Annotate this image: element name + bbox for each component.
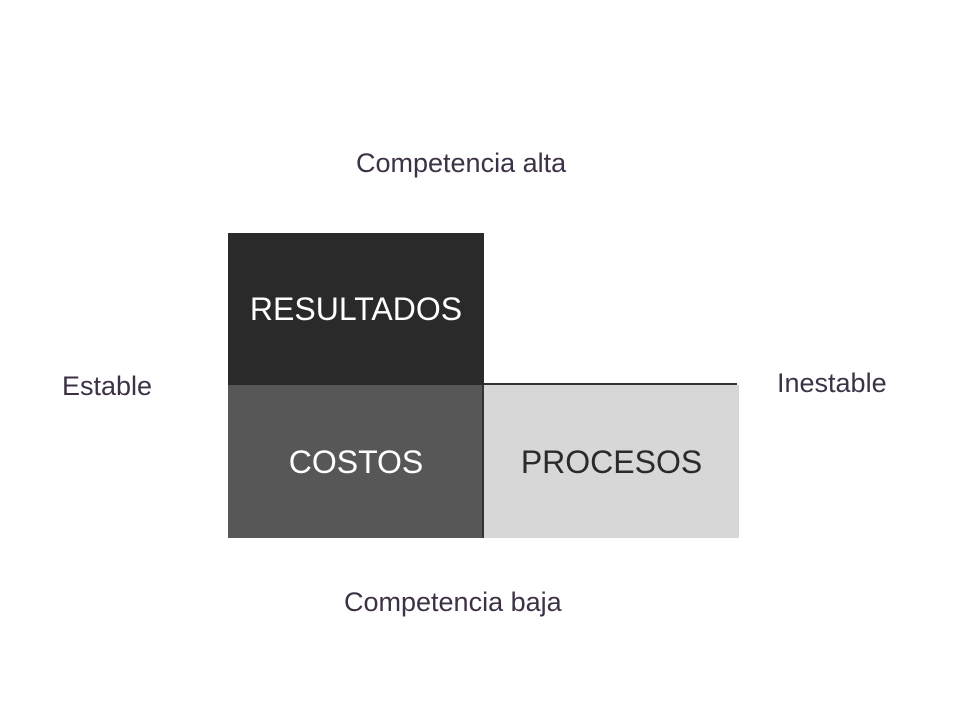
axis-label-competencia-alta: Competencia alta: [356, 148, 567, 178]
quadrant-divider-vertical: [482, 385, 484, 538]
quadrant-costos: COSTOS: [228, 385, 484, 538]
quadrant-divider-horizontal: [484, 383, 737, 385]
quadrant-procesos: PROCESOS: [484, 385, 739, 538]
axis-label-inestable: Inestable: [777, 368, 887, 398]
quadrant-resultados: RESULTADOS: [228, 233, 484, 385]
quadrant-procesos-label: PROCESOS: [520, 443, 703, 480]
axis-label-competencia-baja: Competencia baja: [344, 587, 562, 617]
axis-label-estable: Estable: [62, 371, 153, 401]
quadrant-resultados-label: RESULTADOS: [249, 291, 463, 327]
quadrant-costos-label: COSTOS: [288, 443, 424, 480]
